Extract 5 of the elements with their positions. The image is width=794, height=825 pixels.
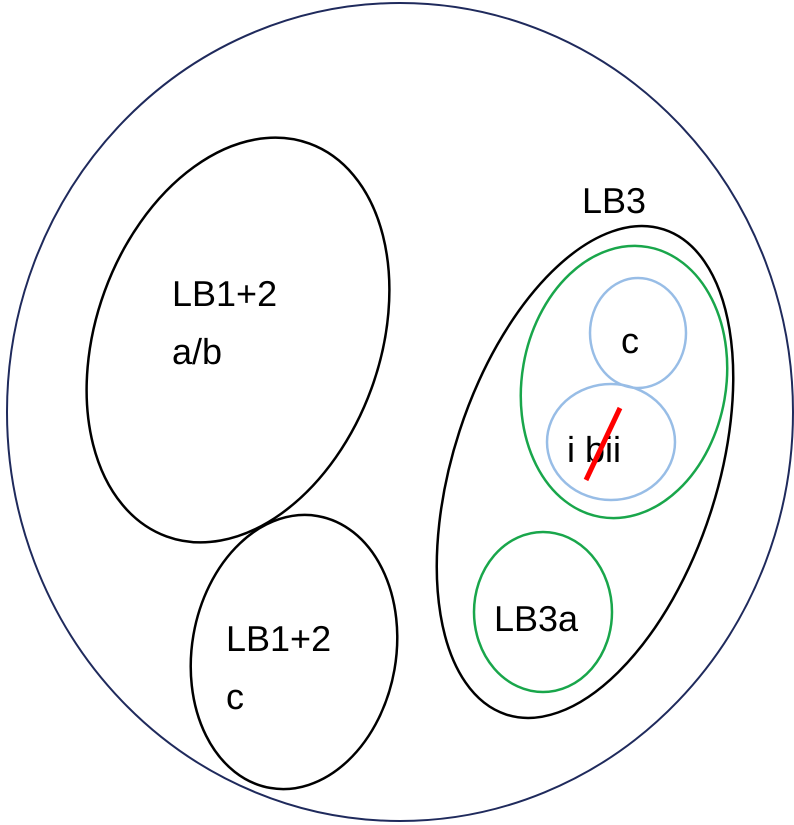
- region-label: c: [621, 319, 639, 363]
- region-label: LB3: [582, 179, 646, 223]
- region-label: LB1+2 c: [226, 617, 332, 719]
- region-label: LB3a: [494, 597, 578, 641]
- region-label: LB1+2 a/b: [172, 272, 278, 374]
